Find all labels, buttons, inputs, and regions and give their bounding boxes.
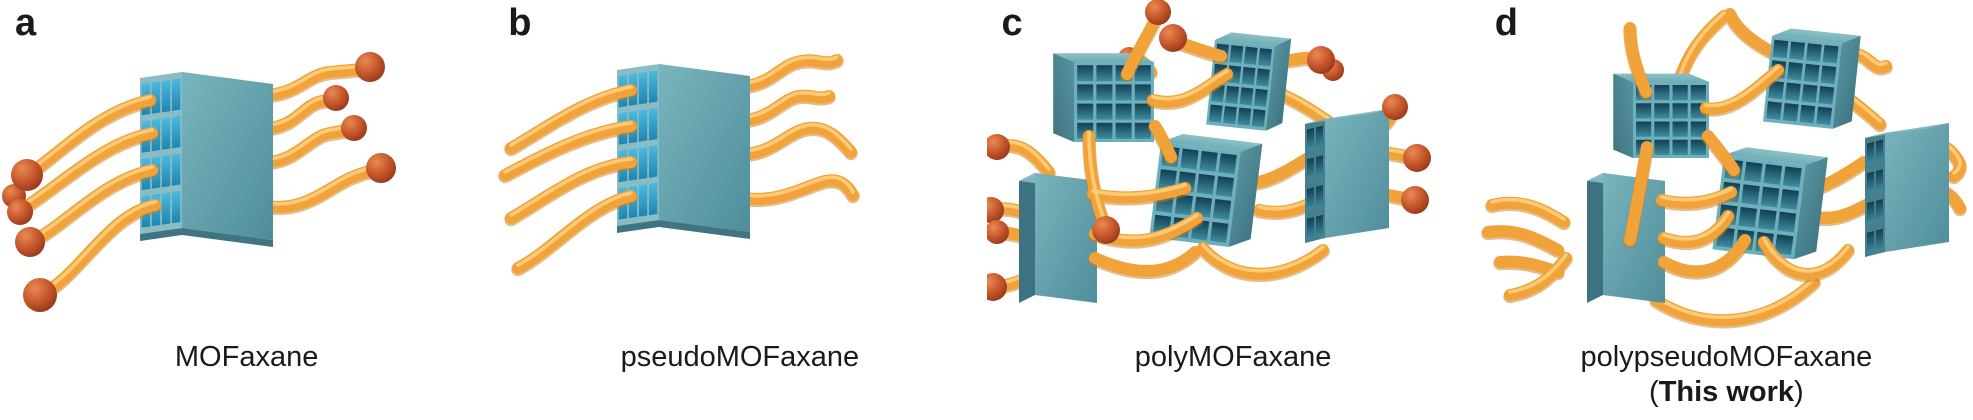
mof-block xyxy=(1018,173,1097,303)
stopper-sphere xyxy=(986,220,1009,244)
polymer-chain xyxy=(20,97,155,297)
panel-caption: polypseudoMOFaxane (This work) xyxy=(1480,340,1973,410)
mof-block xyxy=(1052,53,1154,143)
stopper-sphere xyxy=(7,199,33,225)
mof-block xyxy=(1864,123,1949,257)
stopper-sphere xyxy=(366,153,396,183)
mof-block xyxy=(140,72,273,247)
stopper-spheres xyxy=(2,52,396,312)
stopper-sphere xyxy=(323,85,349,111)
stopper-sphere xyxy=(1091,216,1120,244)
panel-b: b pseudoMOFaxane xyxy=(493,0,986,420)
polymer-chain xyxy=(268,65,381,208)
panel-a: a MOFaxane xyxy=(0,0,493,420)
panel-letter: b xyxy=(508,2,532,44)
panel-caption: polyMOFaxane xyxy=(1134,341,1332,373)
panel-b-illustration xyxy=(493,0,986,335)
stopper-sphere xyxy=(1381,94,1408,120)
caption-line1: polypseudoMOFaxane xyxy=(1580,341,1873,373)
panel-caption: MOFaxane xyxy=(174,341,319,373)
mof-block xyxy=(1612,73,1709,158)
stopper-sphere xyxy=(986,134,1010,160)
panel-letter: c xyxy=(1001,2,1023,44)
stopper-sphere xyxy=(1306,46,1335,74)
panel-c: c polyMOFaxane xyxy=(986,0,1480,420)
stopper-sphere xyxy=(23,278,57,312)
stopper-sphere xyxy=(1400,186,1429,214)
mof-block xyxy=(1304,109,1389,243)
polymer-chain xyxy=(505,87,631,270)
panel-d-illustration xyxy=(1480,0,1973,335)
stopper-sphere xyxy=(1158,24,1187,52)
panel-c-illustration xyxy=(986,0,1431,303)
stopper-sphere xyxy=(341,115,367,141)
stopper-sphere xyxy=(11,159,43,191)
stopper-spheres xyxy=(986,0,1431,301)
panel-letter: a xyxy=(15,2,37,44)
panel-a-illustration xyxy=(2,52,396,312)
stopper-sphere xyxy=(986,273,1007,301)
panel-caption: pseudoMOFaxane xyxy=(620,341,860,373)
polymer-chain xyxy=(745,57,853,200)
stopper-sphere xyxy=(1402,144,1431,172)
stopper-sphere xyxy=(1144,0,1171,25)
stopper-sphere xyxy=(15,227,45,257)
caption-line2: (This work) xyxy=(1649,376,1804,408)
stopper-sphere xyxy=(355,52,385,82)
panel-d: d polypseudoMOFaxane (This work) xyxy=(1480,0,1973,420)
panel-letter: d xyxy=(1494,2,1518,44)
stopper-sphere xyxy=(986,197,1004,223)
